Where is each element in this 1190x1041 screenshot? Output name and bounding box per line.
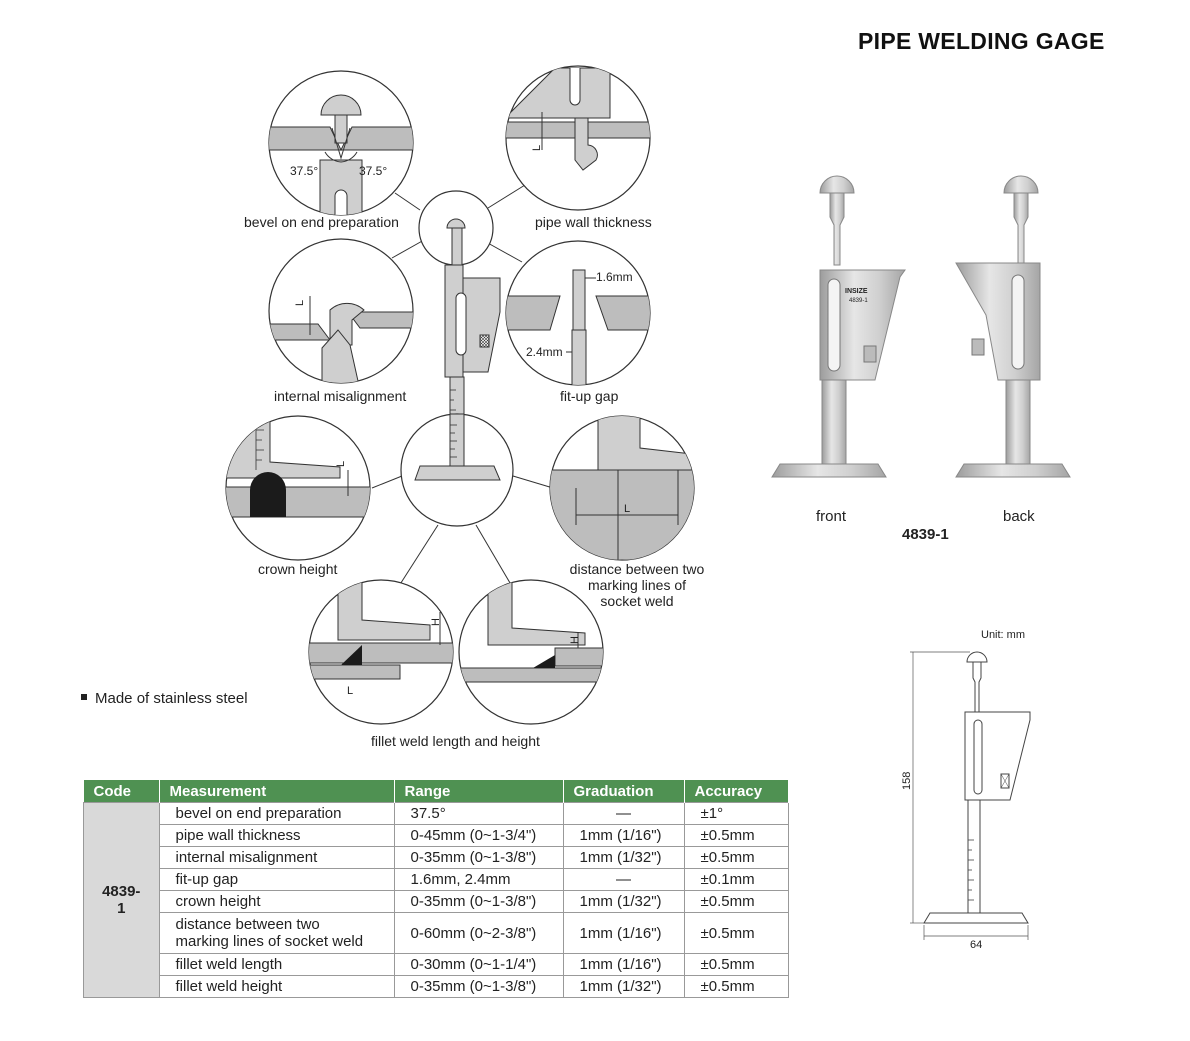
- code-cell: 4839-1: [83, 802, 160, 998]
- measurement-cell: internal misalignment: [158, 846, 395, 869]
- accuracy-cell: ±0.5mm: [683, 846, 789, 869]
- back-view: [955, 175, 1071, 478]
- gap-24-label: 2.4mm: [526, 345, 563, 359]
- pipe-wall-circle: L: [505, 65, 651, 211]
- accuracy-cell: ±0.5mm: [683, 953, 789, 976]
- graduation-cell: 1mm (1/32"): [562, 890, 685, 913]
- gap-16-label: 1.6mm: [596, 270, 633, 284]
- brand-logo: INSIZE: [845, 288, 868, 295]
- range-cell: 0-45mm (0~1-3/4"): [393, 824, 564, 847]
- dim-l-label: L: [335, 461, 347, 467]
- model-caption: 4839-1: [902, 526, 949, 543]
- range-cell: 0-35mm (0~1-3/8"): [393, 846, 564, 869]
- caption-pipe-wall: pipe wall thickness: [535, 214, 652, 230]
- graduation-cell: 1mm (1/16"): [562, 912, 685, 954]
- fillet-left-circle: H L: [308, 579, 454, 725]
- caption-internal-misalignment: internal misalignment: [274, 388, 407, 404]
- graduation-cell: —: [562, 868, 685, 891]
- feature-bullet: Made of stainless steel: [81, 690, 248, 707]
- measurement-line: marking lines of socket weld: [175, 933, 364, 950]
- caption-line: distance between two: [569, 561, 705, 577]
- measurement-cell: fillet weld height: [158, 975, 395, 998]
- measurement-cell: distance between two marking lines of so…: [158, 912, 395, 954]
- col-graduation: Graduation: [563, 780, 685, 803]
- range-cell: 0-60mm (0~2-3/8"): [393, 912, 564, 954]
- measurement-cell: bevel on end preparation: [158, 802, 395, 825]
- graduation-cell: 1mm (1/16"): [562, 953, 685, 976]
- measurement-line: distance between two: [175, 916, 320, 933]
- fit-up-gap-circle: 1.6mm 2.4mm: [505, 240, 651, 386]
- product-photos: INSIZE 4839-1: [771, 175, 1071, 478]
- measurement-cell: fillet weld length: [158, 953, 395, 976]
- col-range: Range: [394, 780, 564, 803]
- table-row: fillet weld length 0-30mm (0~1-1/4") 1mm…: [84, 953, 789, 976]
- back-caption: back: [1003, 508, 1035, 525]
- base-view-circle: [400, 413, 514, 527]
- range-cell: 1.6mm, 2.4mm: [393, 868, 564, 891]
- dim-h-label: H: [430, 618, 442, 626]
- col-accuracy: Accuracy: [684, 780, 789, 803]
- col-measurement: Measurement: [159, 780, 395, 803]
- graduation-cell: —: [562, 802, 685, 825]
- caption-distance-socket: distance between two marking lines of so…: [564, 561, 710, 609]
- dim-l-label: L: [347, 685, 353, 697]
- socket-weld-circle: L: [549, 415, 695, 561]
- dim-l-label: L: [294, 300, 306, 306]
- fillet-right-circle: H: [458, 579, 604, 725]
- dim-l-label: L: [531, 145, 543, 151]
- page-title: PIPE WELDING GAGE: [858, 28, 1105, 54]
- angle-left-label: 37.5°: [290, 164, 318, 178]
- accuracy-cell: ±0.5mm: [683, 975, 789, 998]
- bullet-square: [81, 694, 87, 701]
- dimension-drawing: 158 64: [901, 651, 1031, 950]
- measurement-cell: fit-up gap: [158, 868, 395, 891]
- center-gauge: [418, 190, 501, 468]
- table-row: crown height 0-35mm (0~1-3/8") 1mm (1/32…: [84, 890, 789, 913]
- accuracy-cell: ±0.5mm: [683, 824, 789, 847]
- front-view: INSIZE 4839-1: [771, 175, 906, 478]
- bevel-circle: 37.5° 37.5°: [268, 70, 414, 216]
- table-row: internal misalignment 0-35mm (0~1-3/8") …: [84, 846, 789, 869]
- spec-table: Code Measurement Range Graduation Accura…: [83, 780, 789, 998]
- measurement-cell: pipe wall thickness: [158, 824, 395, 847]
- range-cell: 37.5°: [393, 802, 564, 825]
- table-row: distance between two marking lines of so…: [84, 912, 789, 954]
- width-dimension: 64: [970, 939, 982, 950]
- unit-label: Unit: mm: [981, 629, 1025, 641]
- dim-l-label: L: [624, 503, 630, 515]
- graduation-cell: 1mm (1/32"): [562, 846, 685, 869]
- table-header-row: Code Measurement Range Graduation Accura…: [83, 780, 789, 803]
- range-cell: 0-30mm (0~1-1/4"): [393, 953, 564, 976]
- table-row: fillet weld height 0-35mm (0~1-3/8") 1mm…: [84, 975, 789, 998]
- accuracy-cell: ±0.5mm: [683, 912, 789, 954]
- engraved-model: 4839-1: [849, 298, 868, 304]
- table-row: pipe wall thickness 0-45mm (0~1-3/4") 1m…: [84, 824, 789, 847]
- front-caption: front: [816, 508, 847, 525]
- caption-fillet-weld: fillet weld length and height: [371, 733, 540, 749]
- caption-fit-up-gap: fit-up gap: [560, 388, 619, 404]
- accuracy-cell: ±0.5mm: [683, 890, 789, 913]
- caption-bevel: bevel on end preparation: [244, 214, 399, 230]
- measurement-cell: crown height: [158, 890, 395, 913]
- caption-line: marking lines of: [587, 577, 687, 593]
- graduation-cell: 1mm (1/16"): [562, 824, 685, 847]
- caption-crown-height: crown height: [258, 561, 338, 577]
- table-row: 4839-1 bevel on end preparation 37.5° — …: [83, 802, 789, 998]
- graduation-cell: 1mm (1/32"): [562, 975, 685, 998]
- accuracy-cell: ±0.1mm: [683, 868, 789, 891]
- caption-line: socket weld: [600, 593, 674, 609]
- table-row: fit-up gap 1.6mm, 2.4mm — ±0.1mm: [84, 868, 789, 891]
- internal-misalignment-circle: L: [268, 238, 414, 384]
- range-cell: 0-35mm (0~1-3/8"): [393, 975, 564, 998]
- col-code: Code: [83, 780, 160, 803]
- crown-height-circle: L: [225, 415, 371, 561]
- dim-h-label: H: [569, 636, 581, 644]
- feature-text: Made of stainless steel: [95, 690, 248, 707]
- angle-right-label: 37.5°: [359, 164, 387, 178]
- range-cell: 0-35mm (0~1-3/8"): [393, 890, 564, 913]
- accuracy-cell: ±1°: [683, 802, 789, 825]
- height-dimension: 158: [901, 772, 913, 790]
- application-diagram: 37.5° 37.5° L L: [225, 65, 695, 725]
